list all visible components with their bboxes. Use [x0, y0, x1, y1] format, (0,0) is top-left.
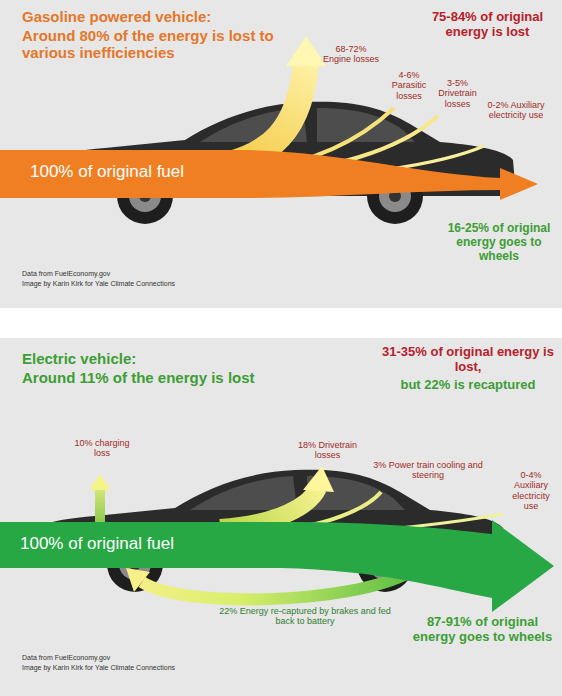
- fuel-arrow-band: 100% of original fuel: [0, 518, 556, 614]
- callout-text: 68-72% Engine losses: [322, 44, 380, 65]
- heading-text: Around 11% of the energy is lost: [22, 369, 322, 386]
- heading-text: 16-25% of original energy goes to wheels: [440, 222, 558, 263]
- arrow-band-outline: [0, 520, 554, 612]
- callout-text: 0-2% Auxiliary electricity use: [484, 100, 548, 121]
- band-label: 100% of original fuel: [30, 162, 184, 182]
- heading-text: Electric vehicle:: [22, 350, 322, 367]
- callout-text: 0-4% Auxiliary electricity use: [505, 470, 557, 511]
- arrow-head: [89, 474, 111, 490]
- heading-text: 31-35% of original energy is lost,: [378, 345, 558, 375]
- panel-background: [0, 338, 562, 696]
- heading-text: Around 80% of the energy is lost to vari…: [22, 27, 322, 62]
- callout-text: 3-5% Drivetrain losses: [435, 78, 480, 109]
- callout-text: Image by Karin Kirk for Yale Climate Con…: [22, 664, 282, 672]
- callout-text: Data from FuelEconomy.gov: [22, 654, 282, 662]
- callout-text: 18% Drivetrain losses: [285, 440, 370, 461]
- arrow-head: [303, 466, 334, 492]
- recapture-arrow: [142, 572, 410, 599]
- callout-text: 4-6% Parasitic losses: [385, 70, 433, 101]
- arrow-head: [126, 568, 150, 592]
- heading-text: 75-84% of original energy is lost: [420, 10, 555, 40]
- heading-text: Gasoline powered vehicle:: [22, 8, 342, 25]
- callout-text: 10% charging loss: [72, 438, 132, 459]
- heading-text: but 22% is recaptured: [378, 378, 558, 393]
- arrow-band-outline: [0, 150, 538, 200]
- arrow-head: [286, 36, 326, 66]
- callout-text: Image by Karin Kirk for Yale Climate Con…: [22, 280, 282, 288]
- band-label: 100% of original fuel: [20, 534, 174, 554]
- panel-background: [0, 0, 562, 308]
- heading-text: 87-91% of original energy goes to wheels: [410, 615, 555, 645]
- callout-text: 22% Energy re-captured by brakes and fed…: [210, 606, 400, 627]
- callout-text: 3% Power train cooling and steering: [372, 460, 484, 481]
- callout-text: Data from FuelEconomy.gov: [22, 270, 282, 278]
- fuel-arrow-band: 100% of original fuel: [0, 148, 540, 202]
- arrow-band-shape: [0, 518, 556, 614]
